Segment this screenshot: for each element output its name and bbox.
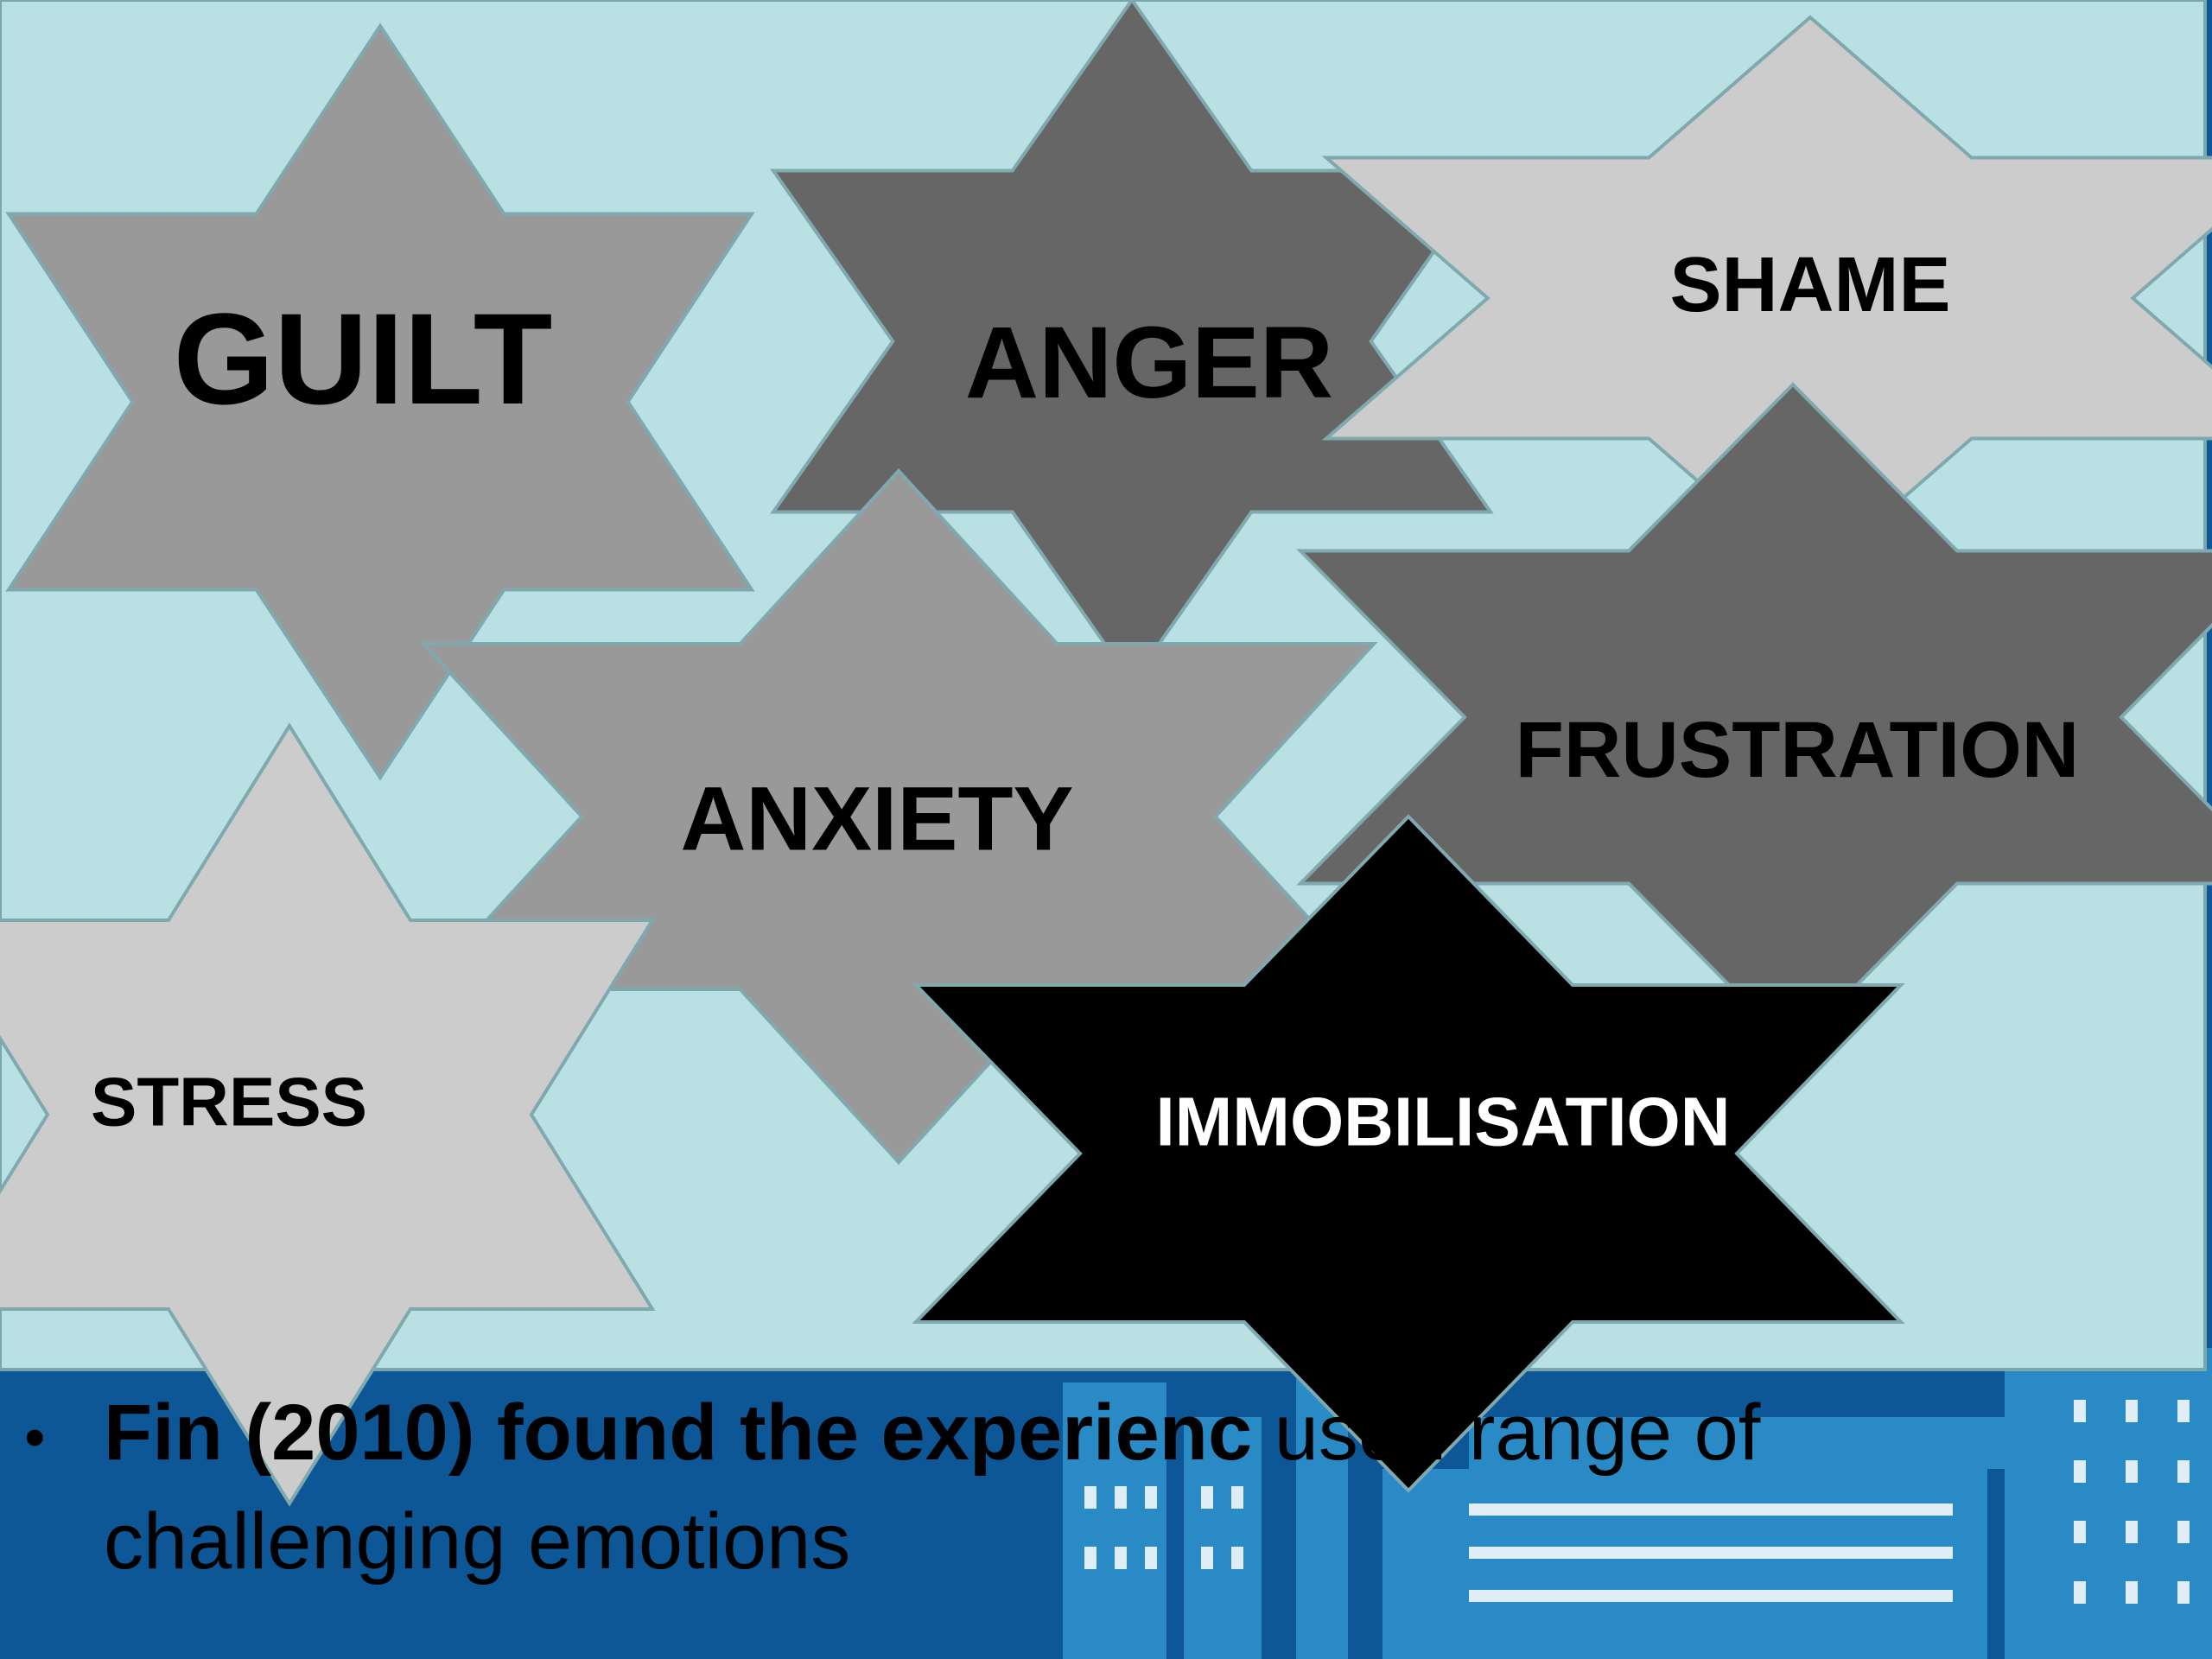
star-label-frustration: FRUSTRATION <box>1516 706 2079 794</box>
star-immobilisation: IMMOBILISATION <box>912 814 1905 1493</box>
bullet-bold-text: Fin (2010) found the experienc <box>104 1389 1253 1477</box>
bullet-text: Fin (2010) found the experienc used rang… <box>104 1378 2091 1596</box>
star-stress: STRESS <box>0 722 656 1507</box>
star-label-immobilisation: IMMOBILISATION <box>1155 1084 1730 1160</box>
star-label-guilt: GUILT <box>174 286 553 431</box>
star-label-anger: ANGER <box>965 306 1333 420</box>
star-guilt: GUILT <box>5 22 755 781</box>
bullet-marker: • <box>24 1403 46 1471</box>
star-anger: ANGER <box>770 0 1494 686</box>
star-label-anxiety: ANXIETY <box>680 769 1073 870</box>
star-frustration: FRUSTRATION <box>1296 382 2212 1052</box>
bullet-regular-text: used range of challenging emotions <box>104 1389 1761 1586</box>
footer-background <box>0 1331 2212 1659</box>
star-label-stress: STRESS <box>91 1064 367 1141</box>
star-shame: SHAME <box>1321 15 2212 582</box>
star-label-shame: SHAME <box>1669 242 1950 328</box>
building-windows <box>1084 1400 2190 1604</box>
